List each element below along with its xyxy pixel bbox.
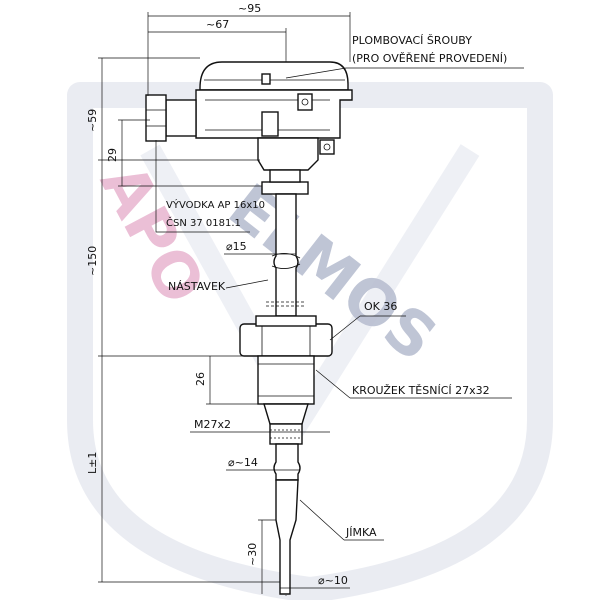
dim-diameter-15: ⌀15 [226,240,247,253]
labels: ~95 ~67 ~59 29 ~150 ⌀15 26 M27x2 L±1 ⌀~1… [86,2,507,587]
dimension-lines [98,12,351,594]
dim-diameter-10: ⌀~10 [318,574,348,587]
head-cover [199,61,349,91]
cable-gland [165,99,197,137]
label-outlet: VÝVODKA AP 16x10 [166,198,265,211]
seal-screw [297,93,313,111]
dim-head-width: ~67 [206,18,229,31]
connection-head [145,61,353,171]
label-outlet-standard: ČSN 37 0181.1 [166,216,241,229]
label-seal-screws-note: (PRO OVĚŘENÉ PROVEDENÍ) [352,52,507,65]
dim-neck-length: ~150 [86,246,99,276]
label-wrench: OK 36 [364,300,397,313]
neck-collar [269,169,301,183]
label-thermowell: JÍMKA [345,526,377,539]
thread-section [257,355,315,405]
label-extension: NÁSTAVEK [168,280,226,293]
dim-overall-width: ~95 [238,2,261,15]
leader-lines [155,67,524,541]
dim-tip-length: ~30 [246,543,259,566]
thermowell-tube [269,423,303,445]
watermark-shield [67,82,553,600]
dim-length-l: L±1 [86,452,99,474]
thermowell-taper [275,479,299,595]
dim-offset-29: 29 [106,148,119,162]
neck-nut [261,181,309,195]
stem-assembly [239,169,333,595]
label-sealing-ring: KROUŽEK TĚSNÍCÍ 27x32 [352,384,490,397]
dim-thread-length: 26 [194,372,207,386]
head-neck [257,137,319,171]
label-seal-screws: PLOMBOVACÍ ŠROUBY [352,34,472,47]
dim-head-height: ~59 [86,109,99,132]
cable-gland-nut [145,94,167,142]
dim-diameter-14: ⌀~14 [228,456,258,469]
hex-nut [239,323,333,357]
dim-thread: M27x2 [194,418,231,431]
